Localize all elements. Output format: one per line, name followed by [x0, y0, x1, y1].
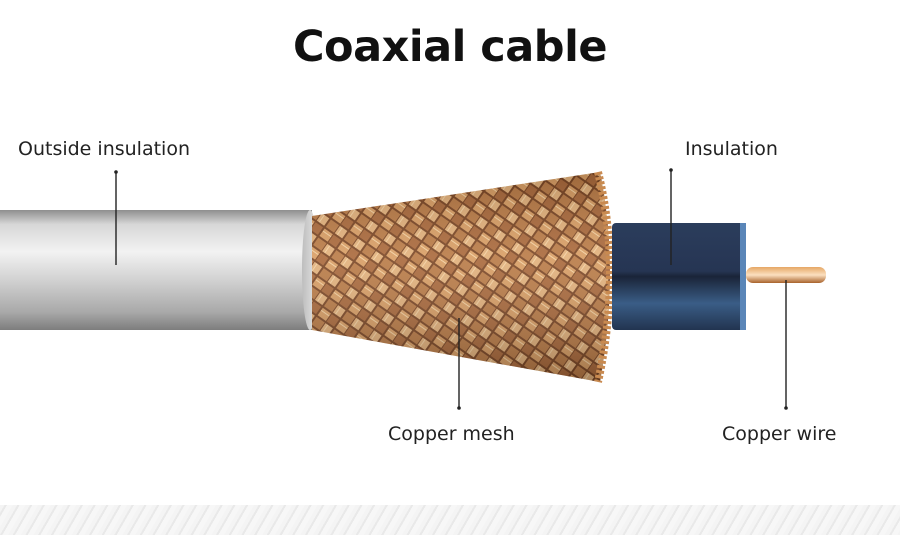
copper-core-wire	[746, 267, 826, 283]
label-copper-mesh: Copper mesh	[388, 423, 515, 445]
label-outside-insulation: Outside insulation	[18, 138, 190, 160]
copper-mesh	[312, 171, 614, 383]
outer-jacket	[0, 210, 318, 330]
inner-insulation	[612, 223, 746, 330]
leader-lines	[115, 170, 787, 408]
label-copper-wire: Copper wire	[722, 423, 837, 445]
bottom-pattern-band	[0, 505, 900, 535]
diagram-title: Coaxial cable	[292, 22, 608, 72]
label-insulation: Insulation	[685, 138, 778, 160]
